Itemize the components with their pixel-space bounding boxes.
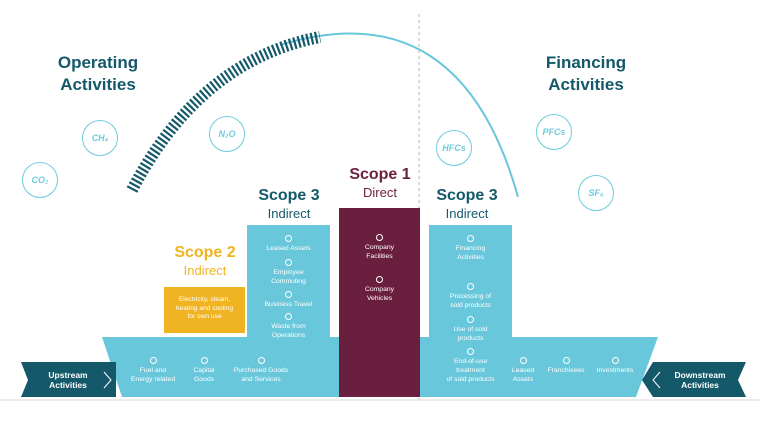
downstream-item: Investments	[590, 357, 640, 375]
bullet-icon	[285, 259, 292, 266]
bullet-icon	[200, 357, 208, 364]
bullet-icon	[467, 348, 474, 355]
scope2-box	[164, 287, 245, 333]
sf6-bubble: SF₆	[578, 175, 614, 211]
ch4-bubble: CH₄	[82, 120, 118, 156]
hfcs-bubble: HFCs	[436, 130, 472, 166]
bullet-icon	[376, 276, 383, 283]
bullet-icon	[467, 283, 474, 290]
bullet-icon	[467, 235, 474, 242]
scope3-upstream-item: Business Travel	[247, 291, 330, 309]
bullet-icon	[285, 235, 292, 242]
pfcs-bubble: PFCs	[536, 114, 572, 150]
emission-arc-thin	[279, 32, 519, 198]
upstream-arrow	[21, 362, 116, 397]
downstream-arrow	[642, 362, 746, 397]
bullet-icon	[467, 316, 474, 323]
co2-bubble: CO₂	[22, 162, 58, 198]
scope1-header: Scope 1 Direct	[349, 166, 411, 200]
bullet-icon	[285, 291, 292, 298]
bullet-icon	[519, 357, 527, 364]
bullet-icon	[611, 357, 619, 364]
downstream-arrow-chevron	[652, 371, 661, 389]
downstream-item: Franchisees	[540, 357, 592, 375]
scope2-header: Scope 2 Indirect	[174, 244, 236, 278]
emission-arc-hatched	[126, 31, 322, 193]
scope3-upstream-column	[247, 225, 330, 397]
bullet-icon	[257, 357, 265, 364]
scope3-upstream-item: Leased Assets	[247, 235, 330, 253]
n2o-bubble: N₂O	[209, 116, 245, 152]
bullet-icon	[562, 357, 570, 364]
bullet-icon	[285, 313, 292, 320]
scope3-downstream-column	[429, 225, 512, 397]
bullet-icon	[376, 234, 383, 241]
upstream-arrow-chevron	[103, 371, 112, 389]
bullet-icon	[149, 357, 157, 364]
scope3-upstream-header: Scope 3 Indirect	[258, 187, 320, 221]
scope3-downstream-header: Scope 3 Indirect	[436, 187, 498, 221]
